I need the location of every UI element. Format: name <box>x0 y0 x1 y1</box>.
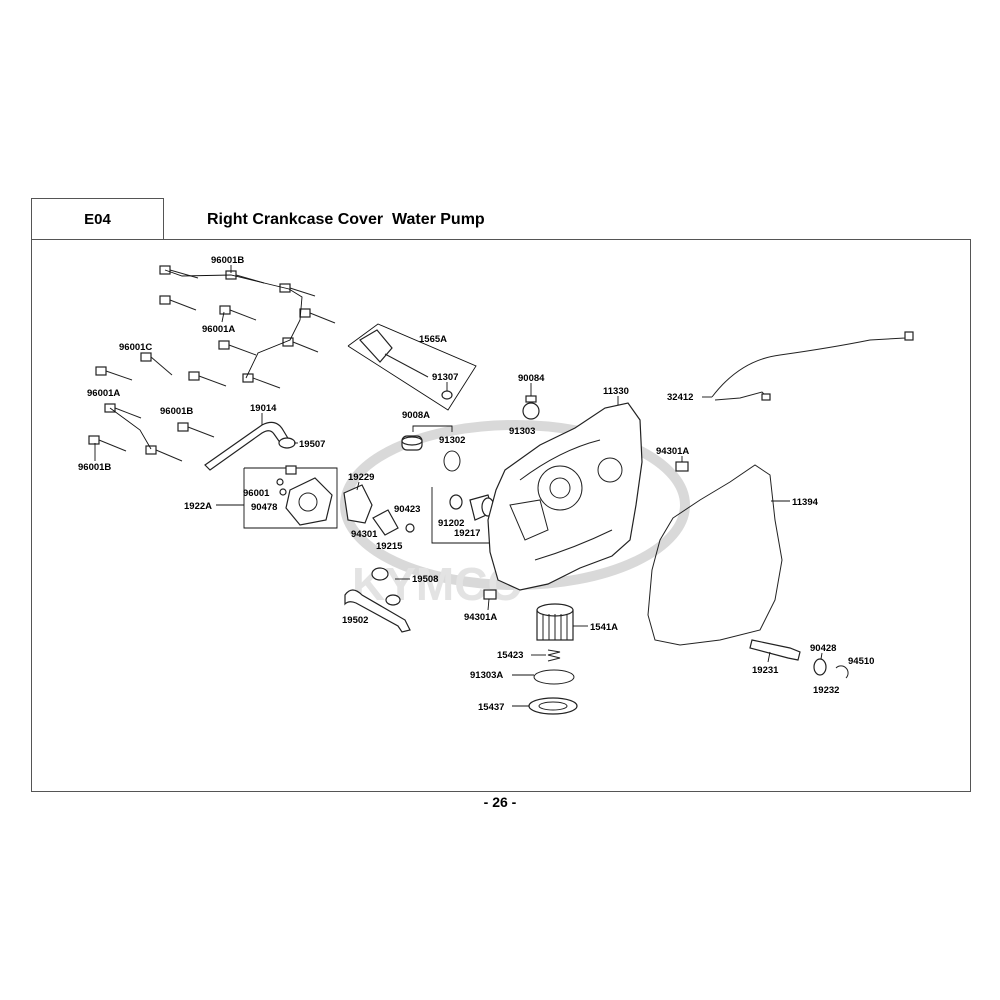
water-pump-cover-set <box>243 465 338 529</box>
diagram-frame <box>31 239 971 792</box>
page-number: - 26 - <box>483 794 517 810</box>
hose-clamp-19508 <box>371 567 401 606</box>
label-1565A: 1565A <box>419 334 447 345</box>
dowel-pin-94301A-right <box>675 461 689 472</box>
filter-cap-15437 <box>528 697 578 715</box>
label-1541A: 1541A <box>590 622 618 633</box>
bolt <box>104 403 142 419</box>
bolt <box>88 435 127 452</box>
o-ring-91303A <box>533 669 575 685</box>
label-96001: 96001 <box>243 488 270 499</box>
bolt-group-top <box>88 265 336 462</box>
label-1922A: 1922A <box>184 501 212 512</box>
bolt <box>177 422 215 438</box>
label-19502: 19502 <box>342 615 368 626</box>
bolt <box>218 340 257 356</box>
label-90084: 90084 <box>518 373 545 384</box>
label-19229: 19229 <box>348 472 374 483</box>
label-91303: 91303 <box>509 426 535 437</box>
hose-clamp-19507 <box>278 437 296 449</box>
hose-19502 <box>344 589 411 633</box>
label-15423: 15423 <box>497 650 523 661</box>
label-94301A-low: 94301A <box>464 612 497 623</box>
label-9008A: 9008A <box>402 410 430 421</box>
water-pump-parts <box>343 435 505 544</box>
bolt <box>282 337 319 353</box>
label-91307: 91307 <box>432 372 458 383</box>
hose-19014 <box>204 421 290 471</box>
label-15437: 15437 <box>478 702 504 713</box>
label-91303A: 91303A <box>470 670 503 681</box>
label-19232: 19232 <box>813 685 839 696</box>
label-90478: 90478 <box>251 502 277 513</box>
label-19508: 19508 <box>412 574 438 585</box>
label-19231: 19231 <box>752 665 779 676</box>
bolt <box>145 445 183 462</box>
label-91202: 91202 <box>438 518 464 529</box>
bolt <box>219 305 257 321</box>
bolt <box>95 366 133 381</box>
label-96001B-bottom: 96001B <box>78 462 111 473</box>
oil-filter-1541A <box>536 603 574 641</box>
seal-90428 <box>813 658 827 676</box>
bolt <box>140 352 173 376</box>
label-96001B-mid: 96001B <box>160 406 193 417</box>
label-19217: 19217 <box>454 528 480 539</box>
label-90428: 90428 <box>810 643 836 654</box>
section-code: E04 <box>31 198 164 240</box>
label-96001C: 96001C <box>119 342 152 353</box>
label-96001A-left: 96001A <box>87 388 120 399</box>
label-32412: 32412 <box>667 392 693 403</box>
right-crankcase-cover <box>487 395 643 591</box>
bolt <box>188 371 227 387</box>
dipstick-set <box>347 323 477 411</box>
page-title: Right Crankcase Cover Water Pump <box>207 211 485 228</box>
label-11394: 11394 <box>792 497 819 508</box>
label-94301A-right: 94301A <box>656 446 689 457</box>
label-11330: 11330 <box>603 386 629 397</box>
bolt <box>159 295 197 311</box>
bolt <box>299 308 336 324</box>
label-90423: 90423 <box>394 504 420 515</box>
header-rule <box>164 239 970 240</box>
wire-harness-32412 <box>711 331 914 401</box>
label-19014: 19014 <box>250 403 277 414</box>
label-94301-left: 94301 <box>351 529 378 540</box>
circlip-94510 <box>835 665 849 679</box>
label-94510: 94510 <box>848 656 874 667</box>
label-19507: 19507 <box>299 439 325 450</box>
dowel-pin-94301A-low <box>483 589 497 600</box>
water-pump-shaft-19231 <box>749 639 801 661</box>
gasket-11394 <box>647 464 783 646</box>
spring-15423 <box>547 649 561 662</box>
label-19215: 19215 <box>376 541 403 552</box>
bolt <box>242 373 281 389</box>
label-91302: 91302 <box>439 435 465 446</box>
label-96001A-top: 96001A <box>202 324 235 335</box>
label-96001B-top: 96001B <box>211 255 244 266</box>
